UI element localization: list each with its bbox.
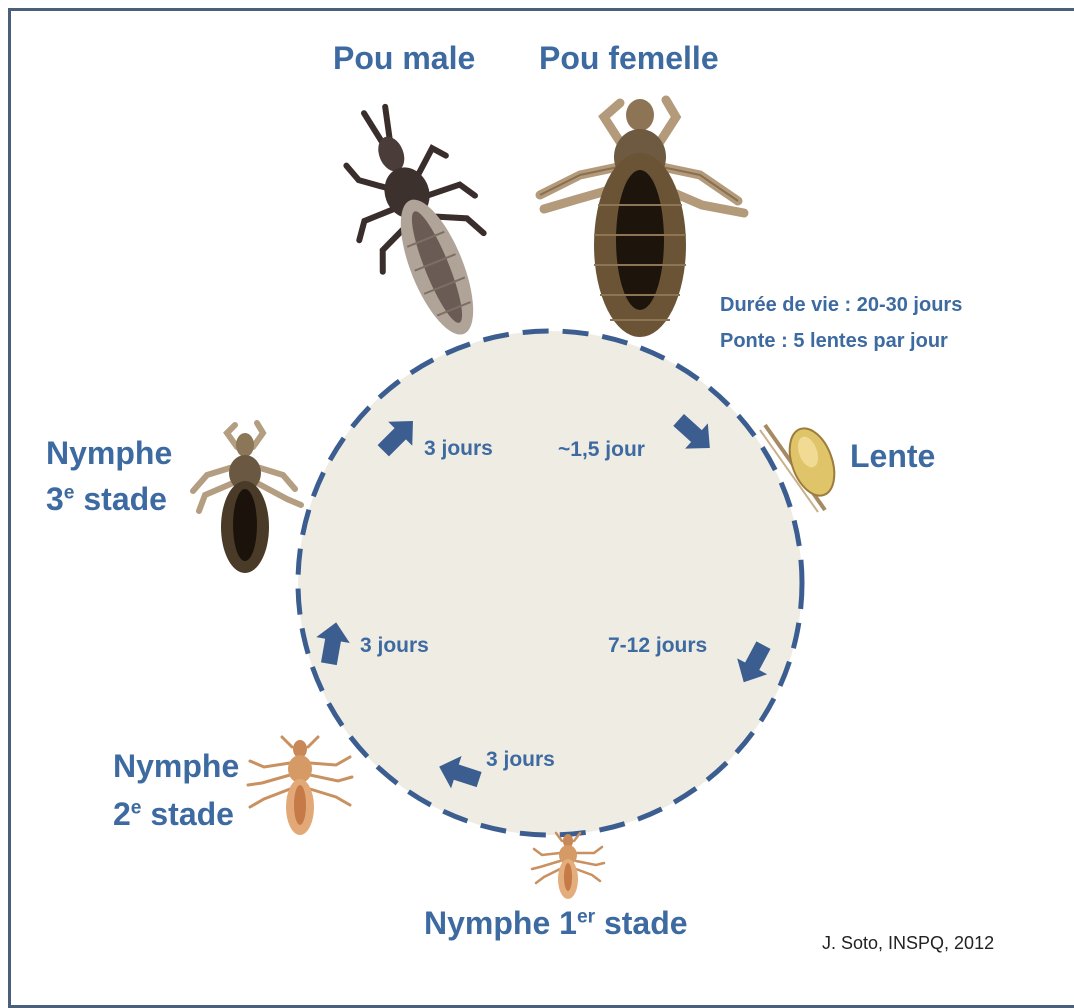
nymph-3-image bbox=[193, 423, 301, 573]
nymph-1-image bbox=[532, 833, 604, 899]
laying-text: Ponte : 5 lentes par jour bbox=[720, 326, 948, 356]
male-louse-label: Pou male bbox=[333, 38, 475, 78]
male-louse-image bbox=[316, 86, 522, 357]
life-cycle-diagram: Pou male Pou femelle Durée de vie : 20-3… bbox=[0, 0, 1074, 978]
lifespan-text: Durée de vie : 20-30 jours bbox=[720, 290, 962, 320]
duration-nit-to-n1: 7-12 jours bbox=[608, 632, 707, 660]
nymph-2-label-line1: Nymphe bbox=[113, 746, 239, 786]
nymph-3-label-line1: Nymphe bbox=[46, 433, 172, 473]
nymph-1-label: Nymphe 1er stade bbox=[424, 903, 688, 943]
nymph-3-label-line2: 3e stade bbox=[46, 479, 167, 519]
duration-female-to-nit: ~1,5 jour bbox=[558, 436, 645, 464]
nymph-2-label-line2: 2e stade bbox=[113, 794, 234, 834]
credit-text: J. Soto, INSPQ, 2012 bbox=[822, 933, 994, 954]
duration-n2-to-n3: 3 jours bbox=[360, 632, 429, 660]
nymph-2-image bbox=[248, 737, 352, 835]
female-louse-label: Pou femelle bbox=[539, 38, 719, 78]
duration-n3-to-adult: 3 jours bbox=[424, 435, 493, 463]
duration-n1-to-n2: 3 jours bbox=[486, 746, 555, 774]
nit-label: Lente bbox=[850, 436, 935, 476]
female-louse-image bbox=[540, 99, 744, 337]
